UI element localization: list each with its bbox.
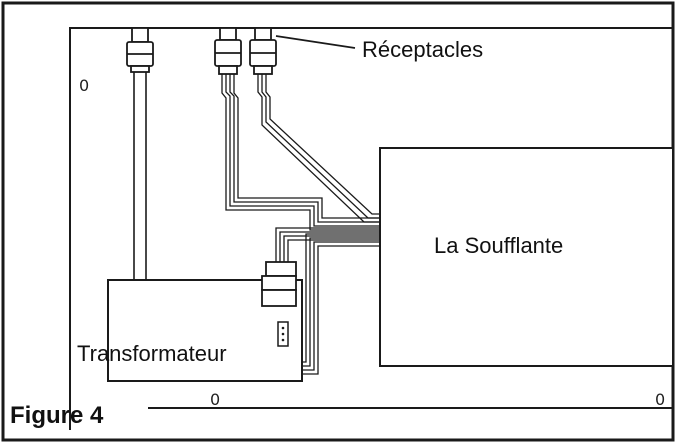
receptacles-leader-line [275, 35, 356, 49]
receptacle-1-wire-harness [221, 74, 380, 231]
blower-label: La Soufflante [434, 233, 563, 258]
blower-to-transformer-side-harness [302, 233, 380, 375]
receptacle-connector-2 [249, 27, 277, 75]
receptacle-connector-1 [214, 27, 242, 75]
inner-panel [69, 27, 673, 430]
mounting-mark-bottom-right: 0 [655, 390, 665, 409]
transformer-plug-connector [261, 261, 297, 307]
transformer-power-cable [133, 70, 147, 280]
receptacles-label: Réceptacles [362, 37, 483, 62]
transformer-terminal-strip [277, 321, 289, 347]
blower-box [379, 147, 674, 367]
figure-caption: Figure 4 [10, 402, 104, 429]
mounting-mark-bottom-left: 0 [210, 390, 220, 409]
left-plug-connector [126, 27, 154, 73]
blower-to-transformer-harness [275, 227, 380, 262]
transformer-label: Transformateur [77, 341, 227, 366]
mounting-mark-top-left: 0 [79, 76, 89, 95]
receptacle-2-wire-harness [257, 74, 380, 223]
